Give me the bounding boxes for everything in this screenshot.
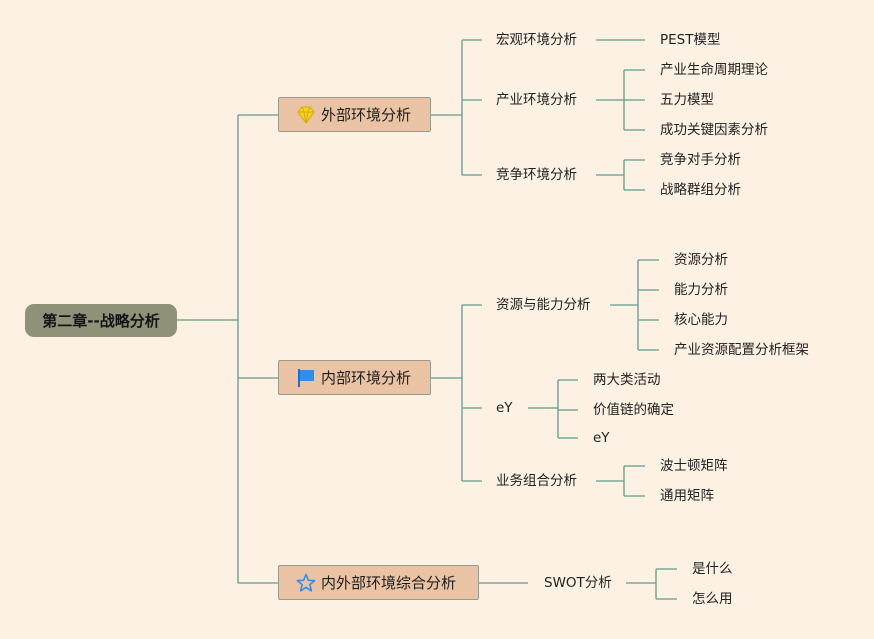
leaf-topic[interactable]: 波士顿矩阵	[660, 457, 728, 475]
connector	[626, 568, 677, 600]
leaf-label: 竞争对手分析	[660, 152, 741, 168]
topic-label: SWOT分析	[544, 575, 612, 591]
topic-label: 宏观环境分析	[496, 32, 577, 48]
topic-macro-environment[interactable]: 宏观环境分析	[496, 31, 577, 49]
topic-label: 产业环境分析	[496, 92, 577, 108]
branch-combined-environment[interactable]: 内外部环境综合分析	[278, 565, 479, 600]
leaf-topic[interactable]: 竞争对手分析	[660, 151, 741, 169]
leaf-label: 五力模型	[660, 92, 714, 108]
leaf-topic[interactable]: 价值链的确定	[593, 401, 674, 419]
leaf-label: 成功关键因素分析	[660, 122, 768, 138]
topic-competitive-environment[interactable]: 竞争环境分析	[496, 166, 577, 184]
leaf-topic[interactable]: 产业资源配置分析框架	[674, 341, 809, 359]
leaf-topic[interactable]: PEST模型	[660, 31, 721, 49]
leaf-topic[interactable]: 两大类活动	[593, 371, 661, 389]
flag-icon	[295, 367, 317, 389]
leaf-topic[interactable]: 产业生命周期理论	[660, 61, 768, 79]
leaf-topic[interactable]: 是什么	[692, 560, 733, 578]
leaf-label: PEST模型	[660, 32, 721, 48]
star-icon	[295, 572, 317, 594]
leaf-label: 产业生命周期理论	[660, 62, 768, 78]
connector	[177, 114, 278, 584]
connector	[596, 159, 645, 191]
leaf-topic[interactable]: 核心能力	[674, 311, 728, 329]
leaf-topic[interactable]: 成功关键因素分析	[660, 121, 768, 139]
leaf-topic[interactable]: 战略群组分析	[660, 181, 741, 199]
leaf-label: 价值链的确定	[593, 402, 674, 418]
topic-label: 资源与能力分析	[496, 297, 591, 313]
leaf-topic[interactable]: 怎么用	[692, 590, 733, 608]
connector	[528, 379, 578, 439]
connector	[596, 69, 645, 131]
topic-label: 竞争环境分析	[496, 167, 577, 183]
topic-value-chain[interactable]: eY	[496, 399, 513, 417]
leaf-label: 波士顿矩阵	[660, 458, 728, 474]
leaf-label: 产业资源配置分析框架	[674, 342, 809, 358]
connector	[610, 259, 659, 351]
leaf-topic[interactable]: 资源分析	[674, 251, 728, 269]
leaf-label: 战略群组分析	[660, 182, 741, 198]
connector	[430, 39, 482, 176]
leaf-label: 是什么	[692, 561, 733, 577]
leaf-topic[interactable]: 能力分析	[674, 281, 728, 299]
leaf-label: 通用矩阵	[660, 488, 714, 504]
leaf-topic[interactable]: eY	[593, 429, 610, 447]
branch-label: 外部环境分析	[321, 106, 412, 124]
leaf-label: 资源分析	[674, 252, 728, 268]
connector	[596, 465, 645, 497]
topic-label: 业务组合分析	[496, 473, 577, 489]
root-topic[interactable]: 第二章--战略分析	[25, 304, 177, 337]
gem-icon	[295, 104, 317, 126]
leaf-topic[interactable]: 五力模型	[660, 91, 714, 109]
root-topic-label: 第二章--战略分析	[42, 312, 160, 330]
leaf-label: 怎么用	[692, 591, 733, 607]
topic-swot[interactable]: SWOT分析	[544, 574, 612, 592]
leaf-label: eY	[593, 430, 610, 446]
leaf-label: 两大类活动	[593, 372, 661, 388]
topic-portfolio-analysis[interactable]: 业务组合分析	[496, 472, 577, 490]
branch-label: 内部环境分析	[321, 369, 412, 387]
branch-label: 内外部环境综合分析	[321, 574, 457, 592]
branch-external-environment[interactable]: 外部环境分析	[278, 97, 431, 132]
leaf-topic[interactable]: 通用矩阵	[660, 487, 714, 505]
leaf-label: 能力分析	[674, 282, 728, 298]
topic-industry-environment[interactable]: 产业环境分析	[496, 91, 577, 109]
branch-internal-environment[interactable]: 内部环境分析	[278, 360, 431, 395]
topic-resources-capabilities[interactable]: 资源与能力分析	[496, 296, 591, 314]
connector	[430, 304, 482, 482]
leaf-label: 核心能力	[674, 312, 728, 328]
topic-label: eY	[496, 400, 513, 416]
